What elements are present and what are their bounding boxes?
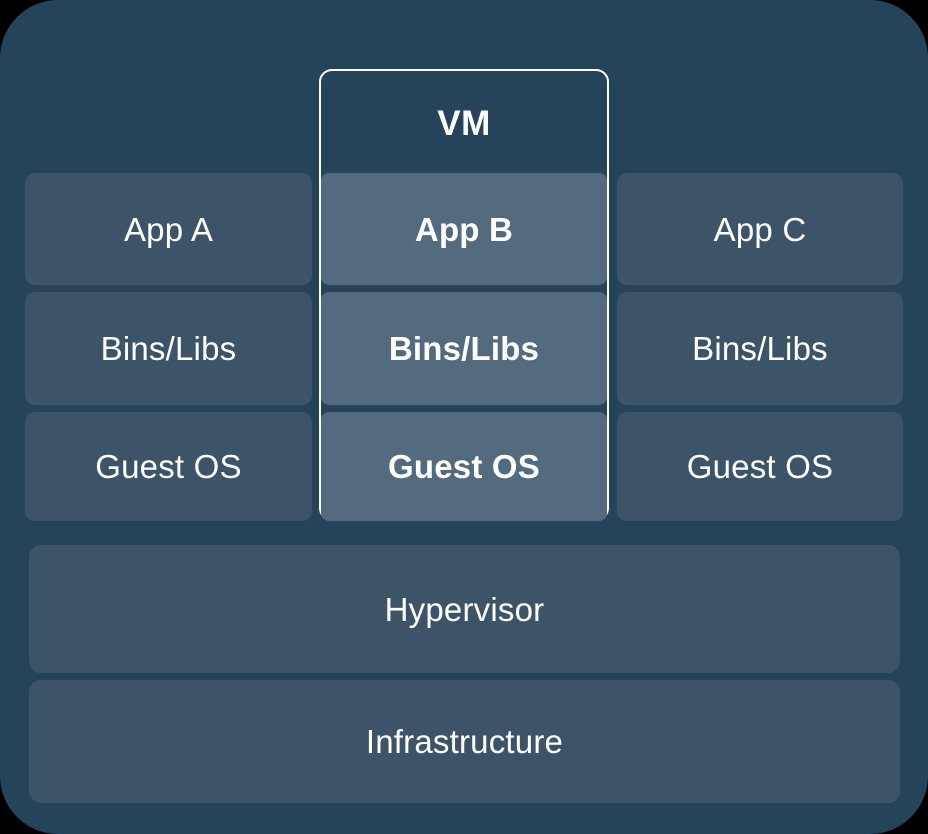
box-bins-libs-a[interactable]: Bins/Libs [25, 292, 312, 405]
box-infrastructure[interactable]: Infrastructure [29, 680, 900, 803]
box-guest-os-a[interactable]: Guest OS [25, 412, 312, 521]
vm-title-label: VM [437, 104, 491, 143]
box-app-c[interactable]: App C [617, 173, 903, 285]
box-guest-os-b[interactable]: Guest OS [321, 412, 607, 521]
box-app-a[interactable]: App A [25, 173, 312, 285]
box-bins-libs-c[interactable]: Bins/Libs [617, 292, 903, 405]
box-app-b[interactable]: App B [321, 173, 607, 285]
box-hypervisor[interactable]: Hypervisor [29, 545, 900, 673]
box-guest-os-c[interactable]: Guest OS [617, 412, 903, 521]
box-bins-libs-b[interactable]: Bins/Libs [321, 292, 607, 405]
